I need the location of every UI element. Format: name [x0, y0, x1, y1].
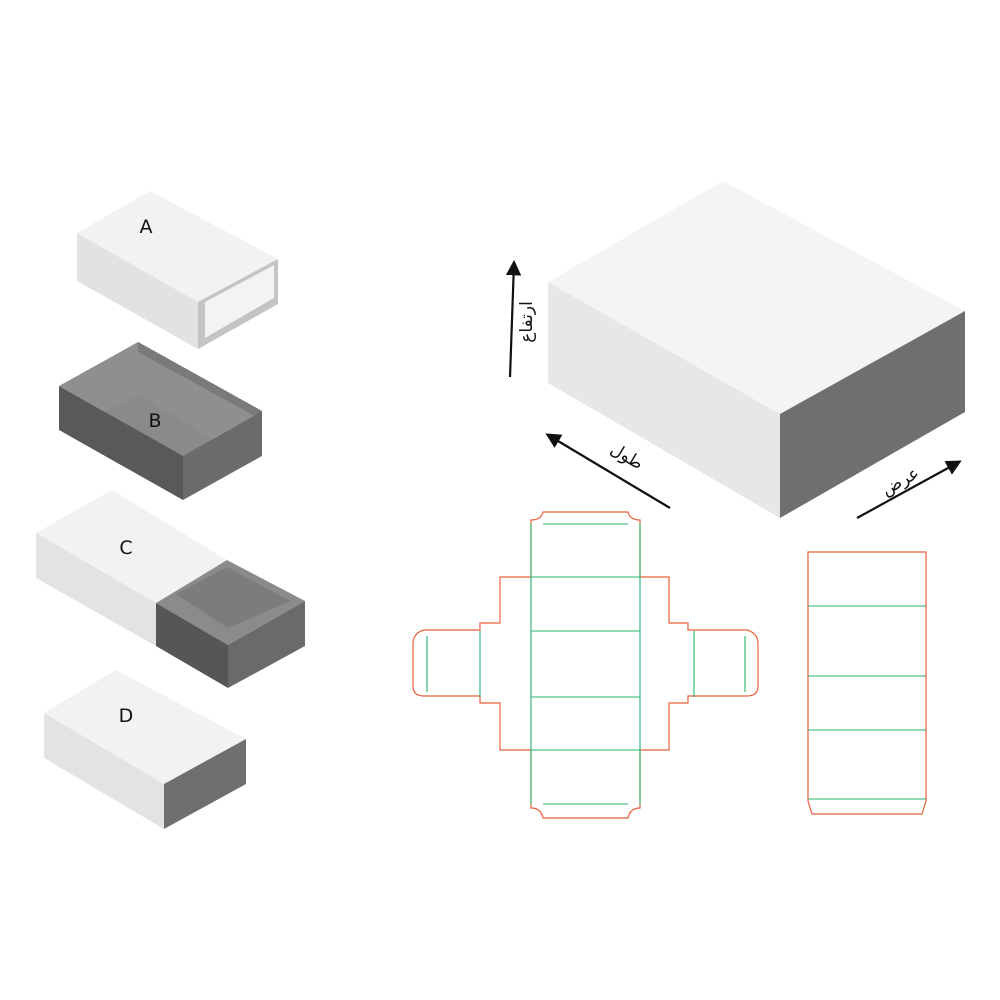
label-a: A	[140, 216, 153, 238]
tray-dieline	[412, 511, 759, 819]
label-b: B	[148, 410, 161, 432]
closed-box-d: D	[44, 670, 246, 829]
assembly-c: C	[36, 490, 305, 688]
label-c: C	[119, 537, 132, 559]
sleeve-a: A	[77, 191, 278, 349]
label-d: D	[119, 705, 134, 727]
tray-dieline-cut-line	[412, 511, 759, 819]
height-arrow: ارتفاع	[505, 259, 537, 378]
sleeve-dieline-cut-line	[807, 551, 927, 815]
tray-b: B	[59, 342, 262, 500]
width-arrow: عرض	[856, 460, 962, 519]
height-label: ارتفاع	[517, 301, 537, 343]
length-arrow: طول	[545, 433, 671, 509]
length-label: طول	[607, 439, 647, 474]
large-box	[548, 181, 965, 518]
sleeve-dieline	[807, 551, 927, 815]
